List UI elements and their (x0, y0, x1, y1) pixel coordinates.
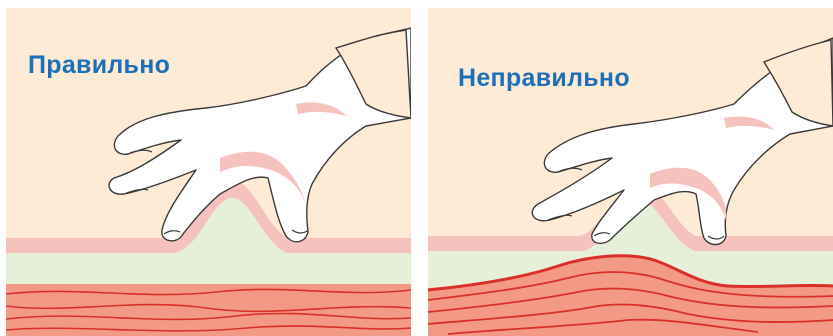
illustration-incorrect (428, 8, 833, 336)
label-correct: Правильно (28, 53, 170, 78)
label-incorrect: Неправильно (458, 66, 630, 91)
panel-incorrect: Неправильно (428, 8, 833, 336)
panel-correct: Правильно (6, 8, 411, 336)
